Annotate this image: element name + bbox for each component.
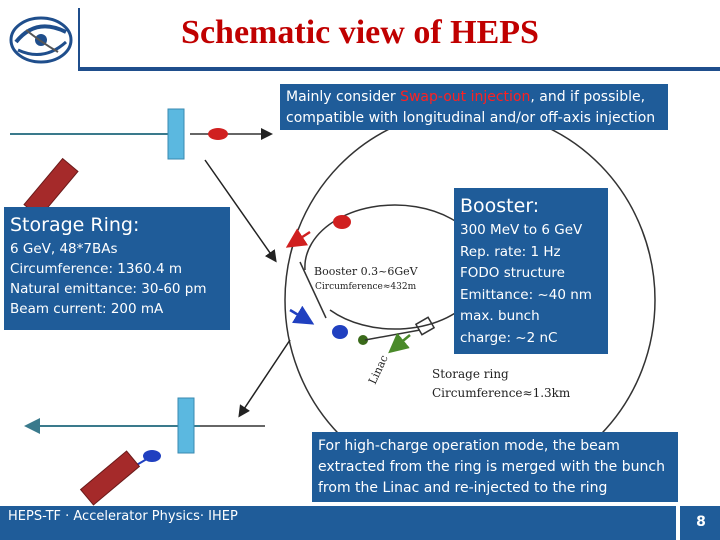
title-underline bbox=[78, 67, 720, 71]
booster-line: Emittance: ~40 nm bbox=[460, 286, 592, 303]
arrow-to-ring-top bbox=[204, 159, 277, 263]
bottom-kicker bbox=[79, 450, 141, 506]
booster-label: Booster 0.3~6GeV bbox=[314, 265, 419, 278]
booster-transfer-line bbox=[299, 261, 327, 319]
booster-line: Rep. rate: 1 Hz bbox=[460, 243, 561, 260]
booster-line: FODO structure bbox=[460, 265, 565, 281]
booster-red-bunch bbox=[333, 215, 351, 229]
injection-note-suffix: , and if possible, compatible with longi… bbox=[286, 89, 656, 126]
storage-ring-label: Storage ring bbox=[432, 367, 509, 381]
linac-label: Linac bbox=[366, 353, 391, 386]
linac-green-bunch bbox=[358, 335, 368, 345]
injection-note-box: Mainly consider Swap-out injection, and … bbox=[280, 84, 668, 130]
high-charge-note-box: For high-charge operation mode, the beam… bbox=[312, 432, 678, 502]
title-vertical-bar bbox=[78, 8, 80, 70]
top-septum bbox=[167, 108, 185, 160]
linac-gun bbox=[414, 316, 436, 336]
booster-line: charge: ~2 nC bbox=[460, 329, 558, 346]
booster-blue-bunch bbox=[332, 325, 348, 339]
storage-ring-line: Natural emittance: 30-60 pm bbox=[10, 281, 207, 297]
footer-bar bbox=[0, 506, 720, 540]
page-title: Schematic view of HEPS bbox=[181, 14, 539, 51]
footer-text: HEPS-TF · Accelerator Physics· IHEP bbox=[8, 509, 238, 524]
storage-ring-line: Beam current: 200 mA bbox=[10, 301, 164, 317]
arrow-ring-to-extraction bbox=[238, 339, 291, 418]
booster-box: Booster: 300 MeV to 6 GeV Rep. rate: 1 H… bbox=[454, 188, 608, 354]
storage-ring-line: 6 GeV, 48*7BAs bbox=[10, 241, 118, 257]
top-red-bunch bbox=[208, 128, 228, 140]
footer-divider bbox=[676, 506, 680, 540]
booster-heading: Booster: bbox=[460, 195, 540, 217]
storage-ring-circumference-label: Circumference≈1.3km bbox=[432, 386, 571, 400]
injection-note-prefix: Mainly consider bbox=[286, 89, 401, 105]
linac-line bbox=[364, 329, 421, 341]
booster-line: max. bunch bbox=[460, 308, 540, 324]
bottom-septum bbox=[177, 397, 195, 454]
page-number: 8 bbox=[696, 514, 706, 530]
ihep-logo-icon bbox=[9, 16, 73, 64]
booster-circumference-label: Circumference≈432m bbox=[315, 282, 417, 292]
storage-ring-box: Storage Ring: 6 GeV, 48*7BAs Circumferen… bbox=[4, 207, 230, 330]
storage-ring-line: Circumference: 1360.4 m bbox=[10, 261, 182, 277]
storage-ring-heading: Storage Ring: bbox=[10, 214, 140, 236]
injection-note-highlight: Swap-out injection bbox=[400, 89, 531, 105]
booster-line: 300 MeV to 6 GeV bbox=[460, 222, 583, 238]
